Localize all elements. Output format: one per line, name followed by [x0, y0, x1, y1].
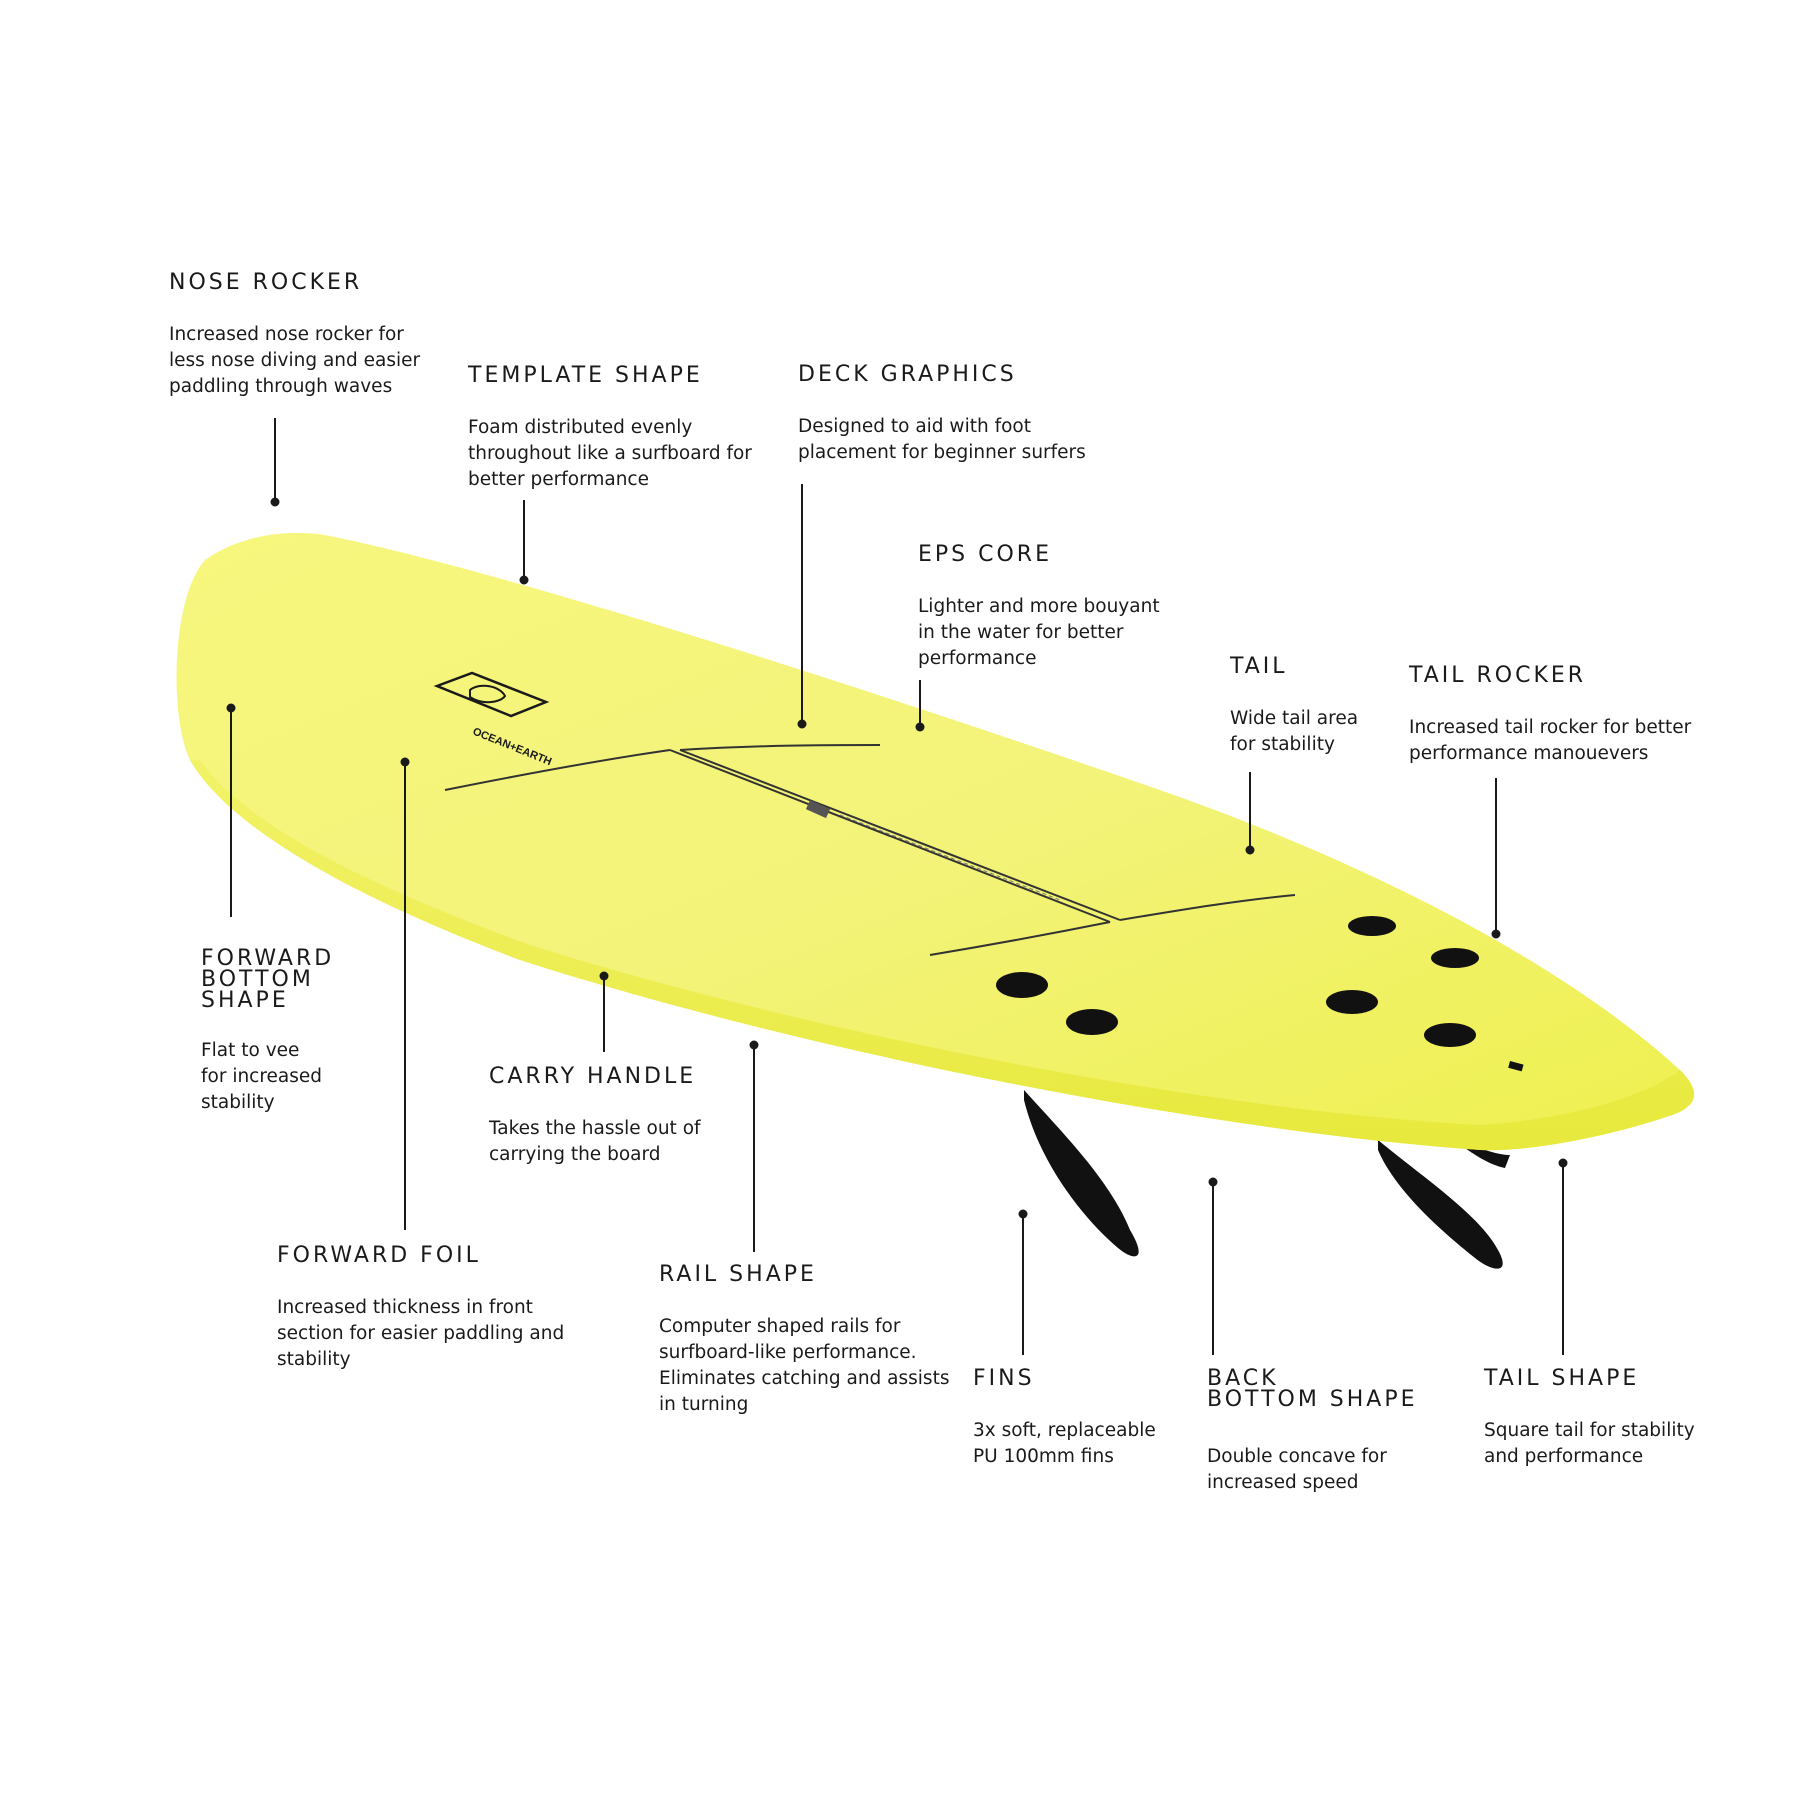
- callout-desc: Takes the hassle out of carrying the boa…: [489, 1118, 701, 1165]
- callout-title: TAIL ROCKER: [1409, 663, 1587, 688]
- callout-title: TEMPLATE SHAPE: [468, 363, 703, 388]
- callout-tail: TAIL Wide tail area for stability: [1230, 654, 1358, 756]
- callout-title: TAIL SHAPE: [1484, 1366, 1640, 1391]
- callout-fins: FINS 3x soft, replaceable PU 100mm fins: [973, 1366, 1156, 1468]
- callout-desc: Flat to vee for increased stability: [201, 1040, 323, 1113]
- callout-nose-rocker: NOSE ROCKER Increased nose rocker for le…: [169, 270, 420, 398]
- board-body: [176, 532, 1695, 1151]
- callout-desc: Square tail for stability and performanc…: [1484, 1420, 1695, 1467]
- callout-leaders: [226, 418, 1568, 1355]
- callout-forward-foil: FORWARD FOIL Increased thickness in fron…: [277, 1243, 564, 1371]
- callout-desc: Increased tail rocker for better perform…: [1409, 717, 1692, 764]
- callout-desc: Designed to aid with foot placement for …: [798, 416, 1086, 463]
- callout-title: FORWARD FOIL: [277, 1243, 481, 1268]
- callout-desc: Computer shaped rails for surfboard-like…: [659, 1316, 950, 1415]
- callout-desc: Increased nose rocker for less nose divi…: [169, 324, 421, 397]
- callout-rail-shape: RAIL SHAPE Computer shaped rails for sur…: [659, 1262, 949, 1416]
- fin-plugs: [996, 916, 1524, 1072]
- callout-title: DECK GRAPHICS: [798, 362, 1017, 387]
- callout-desc: Lighter and more bouyant in the water fo…: [918, 596, 1160, 669]
- callout-desc: Foam distributed evenly throughout like …: [468, 417, 752, 490]
- callout-back-bottom-shape: BACK BOTTOM SHAPE Double concave for inc…: [1207, 1366, 1418, 1494]
- callout-title: BACK BOTTOM SHAPE: [1207, 1366, 1418, 1412]
- fin-right: [1378, 1140, 1503, 1269]
- callout-desc: Wide tail area for stability: [1230, 708, 1359, 755]
- callout-title: FINS: [973, 1366, 1035, 1391]
- callout-title: NOSE ROCKER: [169, 270, 363, 295]
- callout-title: FORWARD BOTTOM SHAPE: [201, 946, 335, 1013]
- callout-title: CARRY HANDLE: [489, 1064, 697, 1089]
- callout-tail-rocker: TAIL ROCKER Increased tail rocker for be…: [1409, 663, 1691, 765]
- callout-desc: Double concave for increased speed: [1207, 1446, 1387, 1493]
- callout-eps-core: EPS CORE Lighter and more bouyant in the…: [918, 542, 1160, 670]
- callout-desc: Increased thickness in front section for…: [277, 1297, 565, 1370]
- deck-graphics-lines: [444, 744, 1296, 956]
- callout-title: RAIL SHAPE: [659, 1262, 817, 1287]
- callout-title: EPS CORE: [918, 542, 1052, 567]
- callout-desc: 3x soft, replaceable PU 100mm fins: [973, 1420, 1156, 1467]
- callout-tail-shape: TAIL SHAPE Square tail for stability and…: [1484, 1366, 1695, 1468]
- callout-title: TAIL: [1230, 654, 1288, 679]
- callout-template-shape: TEMPLATE SHAPE Foam distributed evenly t…: [468, 363, 752, 491]
- callout-forward-bottom-shape: FORWARD BOTTOM SHAPE Flat to vee for inc…: [201, 946, 335, 1114]
- callout-deck-graphics: DECK GRAPHICS Designed to aid with foot …: [798, 362, 1086, 464]
- callout-carry-handle: CARRY HANDLE Takes the hassle out of car…: [489, 1064, 701, 1166]
- fin-left: [1024, 1090, 1139, 1257]
